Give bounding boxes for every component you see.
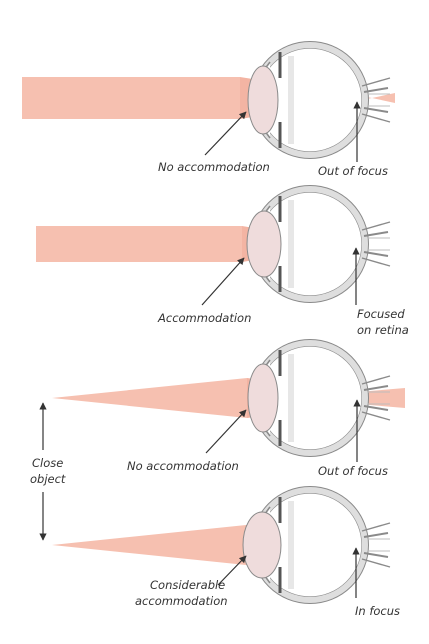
label-focused: Focused bbox=[357, 307, 405, 321]
lens bbox=[247, 211, 281, 277]
label-accommodation: Accommodation bbox=[157, 311, 251, 325]
label-considerable: Considerable bbox=[150, 578, 225, 592]
close-object-indicator: Close object bbox=[30, 403, 66, 540]
label-in-focus: In focus bbox=[355, 604, 400, 618]
panel-3: No accommodation Out of focus bbox=[52, 340, 405, 478]
panel-1: No accommodation Out of focus bbox=[22, 42, 395, 178]
light-beam bbox=[36, 226, 242, 262]
label-no-accommodation: No accommodation bbox=[158, 160, 270, 174]
light-cone-in bbox=[52, 378, 247, 418]
label-object: object bbox=[30, 472, 66, 486]
panel-4: Considerable accommodation In focus bbox=[52, 487, 400, 618]
label-on-retina: on retina bbox=[357, 323, 409, 337]
lens bbox=[248, 66, 278, 134]
label-out-of-focus: Out of focus bbox=[318, 164, 388, 178]
label-accommodation: accommodation bbox=[135, 594, 228, 608]
label-no-accommodation: No accommodation bbox=[127, 459, 239, 473]
arrow bbox=[202, 258, 244, 305]
lens bbox=[248, 364, 278, 432]
light-cone-in bbox=[52, 525, 246, 565]
label-close: Close bbox=[32, 456, 63, 470]
label-out-of-focus: Out of focus bbox=[318, 464, 388, 478]
arrow bbox=[206, 410, 246, 453]
lens bbox=[243, 512, 281, 578]
light-beam bbox=[22, 77, 240, 119]
panel-2: Accommodation Focused on retina bbox=[36, 186, 409, 337]
